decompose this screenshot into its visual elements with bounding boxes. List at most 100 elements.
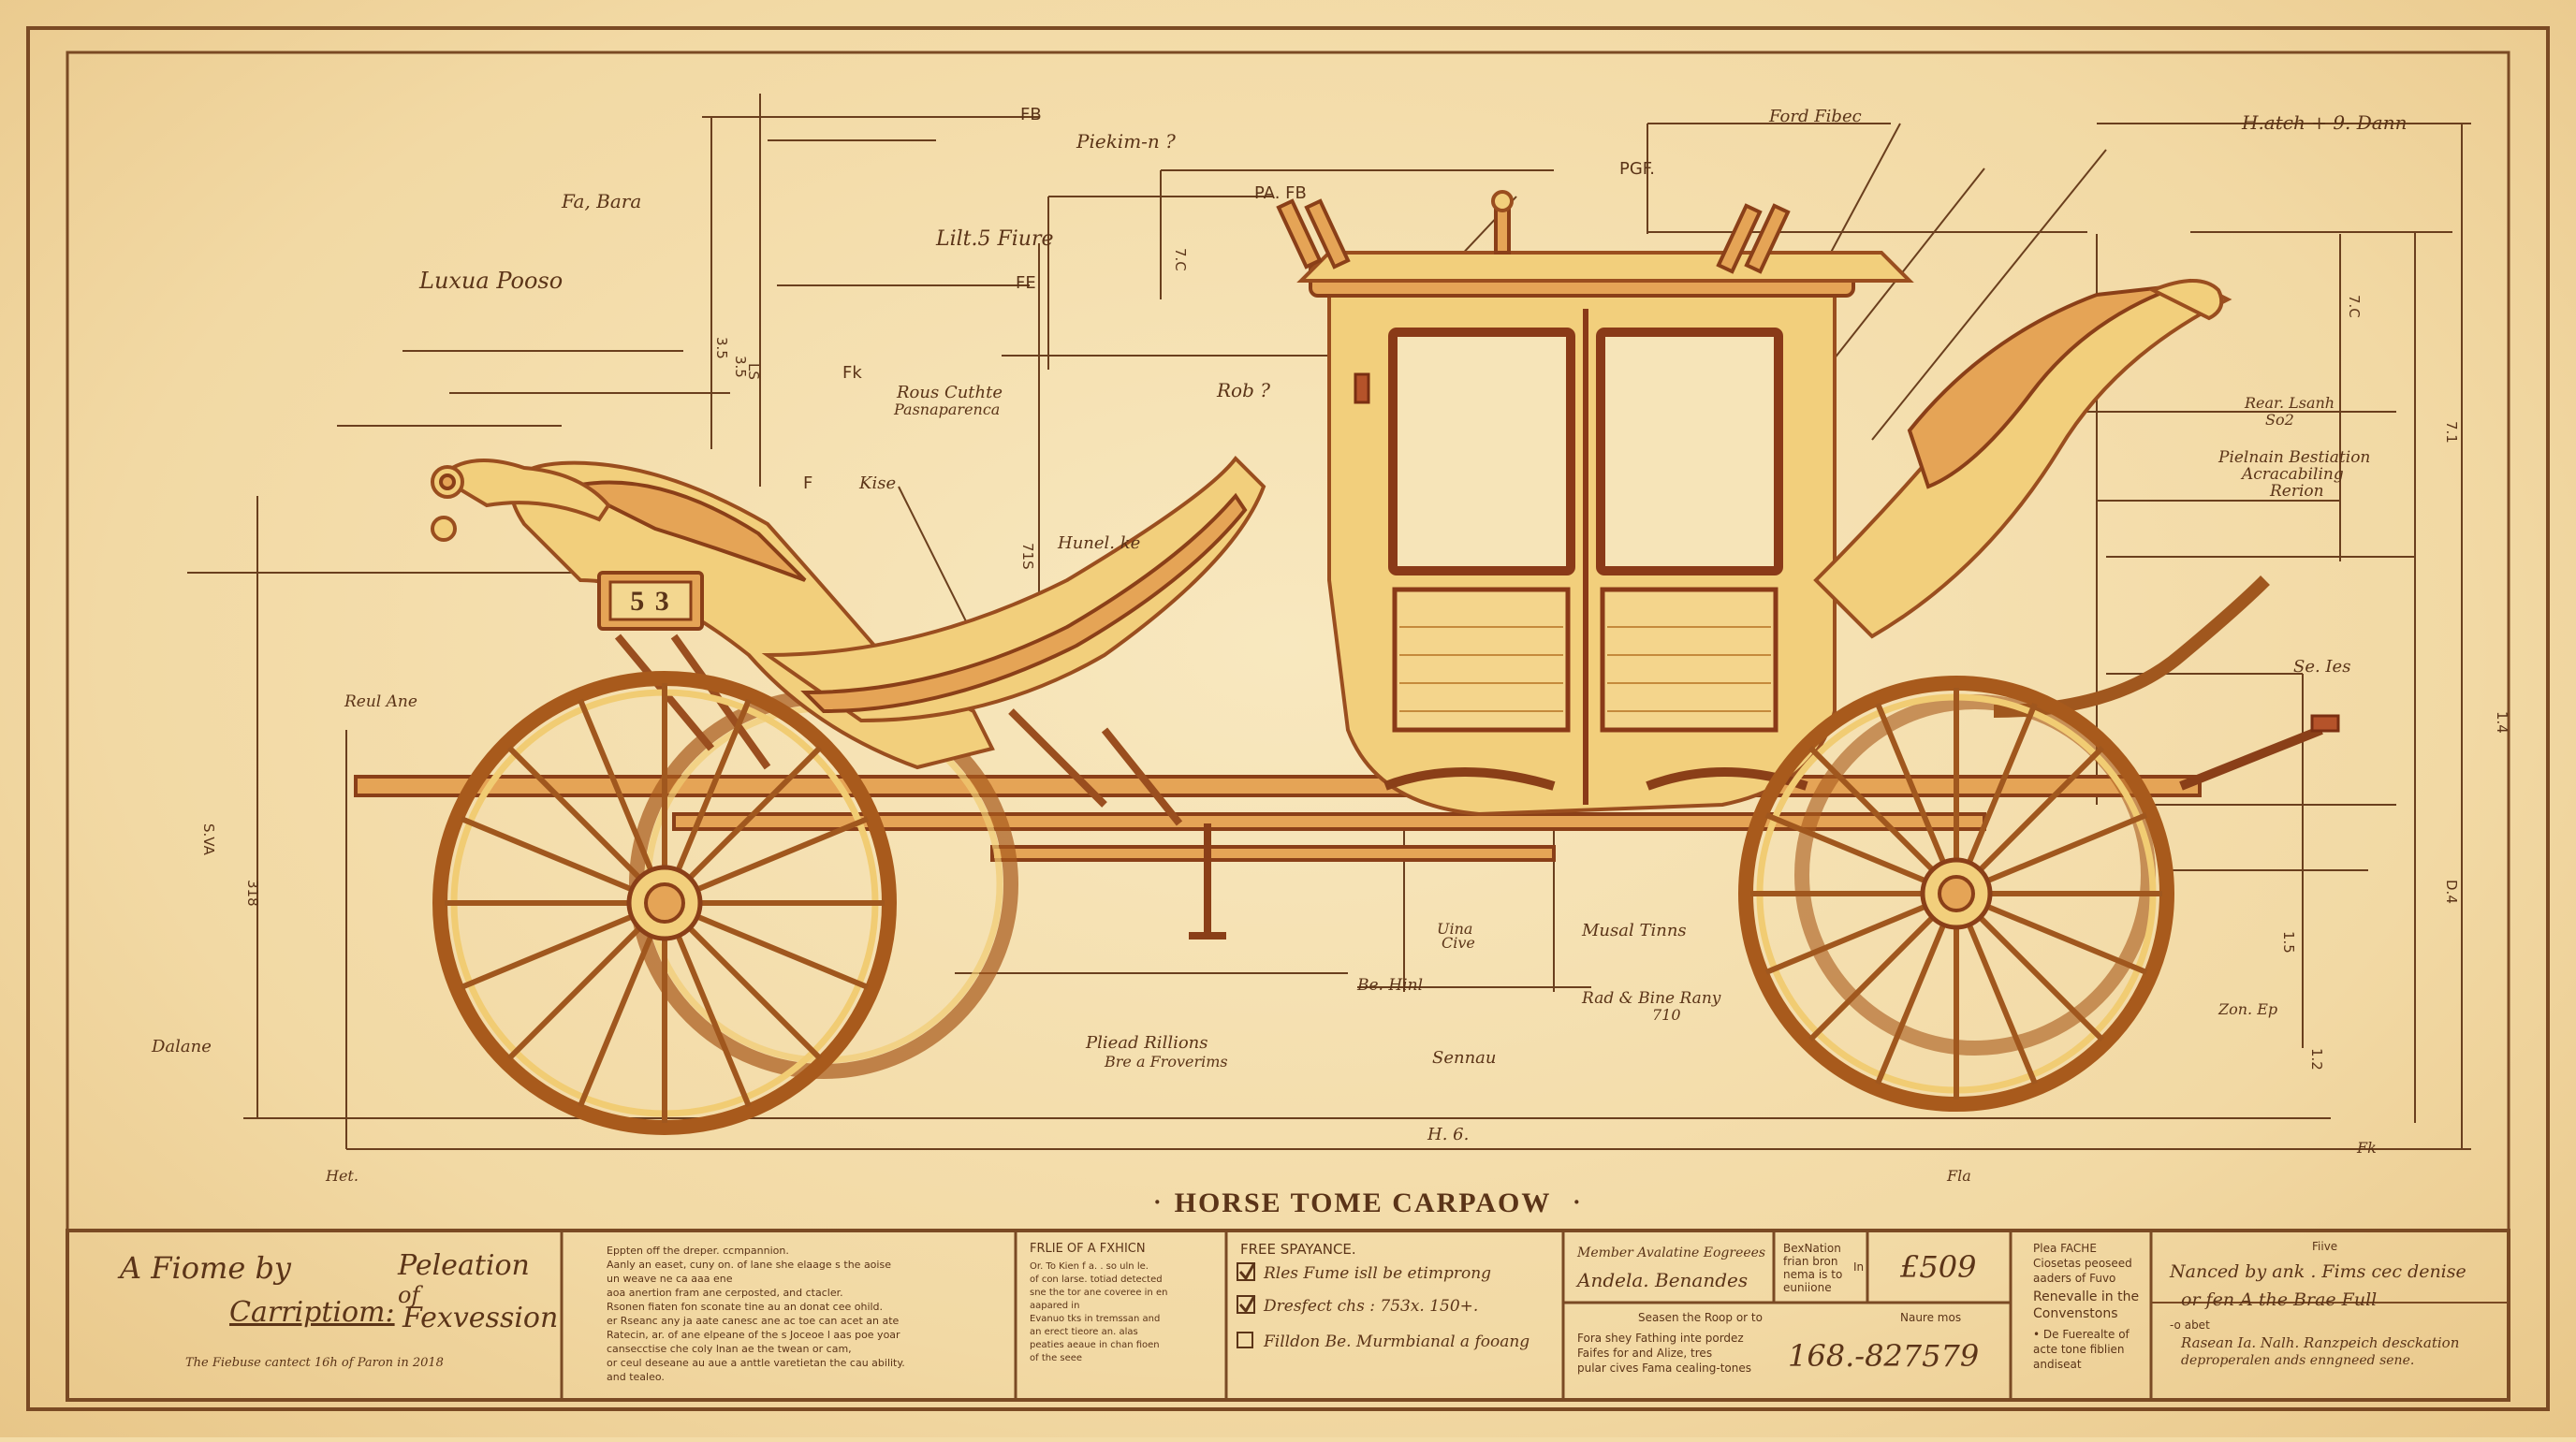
- fore-swan-neck: [761, 455, 1266, 723]
- tb7-line2: or fen A the Brae Full: [2181, 1289, 2377, 1310]
- tb6-line: andiseat: [2033, 1358, 2082, 1371]
- tb5-amount: £509: [1899, 1249, 1976, 1285]
- checklist-text: Filldon Be. Murmbianal a fooang: [1263, 1333, 1530, 1351]
- tb7-line4: Rasean Ia. Nalh. Ranzpeich desckation: [2180, 1334, 2459, 1351]
- tb3-line: an erect tieore an. alas: [1030, 1327, 1138, 1337]
- tb3-line: Or. To Kien f a. . so uln le.: [1030, 1261, 1149, 1272]
- label-fk: Fk: [842, 363, 862, 383]
- label-pielnain3: Rerion: [2269, 482, 2324, 501]
- tb2-line: Ratecin, ar. of ane elpeane of the s Joc…: [607, 1329, 900, 1341]
- tb1-line1: A Fiome by: [117, 1250, 292, 1286]
- label-pgf: PGF.: [1619, 159, 1655, 179]
- panel-lines: [1399, 626, 1771, 712]
- tb2-notes: Eppten off the dreper. ccmpannion. Aanly…: [607, 1245, 905, 1383]
- tb1-line3: Peleation: [397, 1249, 530, 1282]
- tb3-line: of con larse. totiad detected: [1030, 1274, 1163, 1285]
- tb5-bline3: pular cives Fama cealing-tones: [1577, 1362, 1751, 1375]
- label-vright4: 1.5: [2280, 931, 2297, 954]
- label-fb-top: FB: [1020, 105, 1042, 124]
- outer-border: [26, 26, 2550, 1411]
- label-pleed2: Bre a Froverims: [1104, 1053, 1228, 1071]
- label-uina: Uina: [1437, 920, 1472, 938]
- label-het: Het.: [325, 1167, 359, 1185]
- label-rear-lean1: Rear. Lsanh: [2244, 394, 2334, 412]
- tb5-mid5: In: [1853, 1260, 1864, 1274]
- title-block: A Fiome by Carriptiom: Peleation of Fexv…: [66, 1229, 2510, 1402]
- tb5-member: Member Avalatine Eogreees: [1576, 1245, 1765, 1260]
- tb7-line5: deproperalen ands enngneed sene.: [2181, 1353, 2414, 1368]
- label-vleft1: S.VA: [200, 823, 217, 856]
- carriage-drawing: 5 3: [354, 190, 2340, 1135]
- tb1-line5: Fexvession: [402, 1302, 558, 1334]
- tb6-line: Renevalle in the: [2033, 1289, 2139, 1304]
- label-rad: Rad & Bine Rany: [1581, 989, 1721, 1008]
- tb2-line: un weave ne ca aaa ene: [607, 1273, 733, 1285]
- check-icon: [1238, 1295, 1256, 1314]
- label-rob: Rob ?: [1216, 379, 1270, 401]
- label-luxua: Luxua Pooso: [418, 268, 563, 294]
- lamp-ring: [431, 516, 457, 542]
- checkbox-empty: [1237, 1332, 1253, 1348]
- label-lift: Lilt.5 Fiure: [935, 227, 1054, 251]
- label-musal: Musal Tinns: [1581, 921, 1687, 940]
- tb2-line: er Rseanc any ja aate canesc ane ac toe …: [607, 1315, 900, 1327]
- tb6-line: • De Fuerealte of: [2033, 1328, 2130, 1341]
- rear-step-plate: [2310, 714, 2340, 733]
- tb5-number-label: Naure mos: [1900, 1311, 1961, 1324]
- label-se-ies: Se. Ies: [2293, 657, 2350, 677]
- label-v7c: 7.C: [1172, 248, 1189, 271]
- tb7-heading: Fiive: [2312, 1240, 2337, 1253]
- label-fk-br: Fk: [2356, 1139, 2377, 1157]
- tb3-heading: FRLIE OF A FXHICN: [1030, 1242, 1146, 1256]
- label-pielnain2: Acracabiling: [2240, 465, 2344, 484]
- right-door-panel: [1600, 587, 1778, 733]
- label-h6: H. 6.: [1427, 1125, 1469, 1144]
- title-dot-left: ·: [1153, 1188, 1164, 1216]
- roof-rails: [1276, 190, 1791, 274]
- tb5-mid1: BexNation: [1783, 1242, 1841, 1255]
- annotations: FB Piekim-n ? PA. FB PGF. Ford Fibec H.a…: [151, 105, 2510, 1185]
- checklist-item: Filldon Be. Murmbianal a fooang: [1237, 1332, 1530, 1351]
- label-vleft2: 318: [244, 880, 261, 907]
- tb5-name: Andela. Benandes: [1575, 1269, 1748, 1291]
- tb5-number: 168.-827579: [1788, 1338, 1979, 1374]
- left-window: [1388, 328, 1575, 575]
- label-hunel: Hunel. ke: [1057, 533, 1140, 553]
- tb3-line: sne the tor ane coveree in en: [1030, 1288, 1167, 1298]
- label-v38: 3.5: [732, 356, 749, 378]
- label-vright5: 1.2: [2308, 1048, 2325, 1071]
- title-dot-right: ·: [1573, 1188, 1583, 1216]
- tb3-line: aapared in: [1030, 1301, 1079, 1311]
- tb6-notes: Plea FACHE Ciosetas peoseed aaders of Fu…: [2033, 1242, 2139, 1371]
- tb3-line: Evanuo tks in tremssan and: [1030, 1314, 1160, 1324]
- label-fla: Fla: [1946, 1167, 1971, 1185]
- label-vright6: 1.4: [2494, 711, 2510, 734]
- tb5-bline2: Faifes for and Alize, tres: [1577, 1347, 1712, 1360]
- label-f-small: F: [803, 473, 812, 493]
- tb5-season: Seasen the Roop or to: [1638, 1311, 1763, 1324]
- label-vright2: 7.1: [2443, 421, 2460, 444]
- label-vright3: D.4: [2443, 880, 2460, 904]
- label-pielnain1: Pielnain Bestiation: [2217, 448, 2370, 467]
- drawing-title: HORSE TOME CARPAOW: [1175, 1187, 1552, 1218]
- label-v71s: 71S: [1019, 543, 1036, 570]
- label-be-hinl: Be. Hinl: [1356, 976, 1423, 995]
- tb6-line: Convenstons: [2033, 1306, 2118, 1321]
- tb5-mid3: nema is to: [1783, 1268, 1842, 1281]
- label-vright1: 7.C: [2346, 295, 2363, 318]
- tb2-line: aoa anertion fram ane cerposted, and cta…: [607, 1287, 843, 1299]
- tb3-notes: Or. To Kien f a. . so uln le. of con lar…: [1030, 1261, 1167, 1363]
- check-icon: [1238, 1262, 1256, 1281]
- tb2-line: Eppten off the dreper. ccmpannion.: [607, 1245, 789, 1257]
- rear-wheel: [432, 671, 897, 1135]
- checklist-item: Dresfect chs : 753x. 150+.: [1237, 1295, 1478, 1316]
- front-wheel: [1738, 676, 2174, 1112]
- tb6-line: Plea FACHE: [2033, 1242, 2097, 1255]
- label-rad2: 710: [1652, 1006, 1681, 1024]
- tb2-line: or ceul deseane au aue a anttle varetiet…: [607, 1357, 905, 1369]
- rear-boot-upper: [1907, 284, 2182, 489]
- checklist-text: Dresfect chs : 753x. 150+.: [1263, 1297, 1478, 1316]
- tb7-line1: Nanced by ank . Fims cec denise: [2169, 1261, 2466, 1282]
- tb2-line: and tealeo.: [607, 1371, 665, 1383]
